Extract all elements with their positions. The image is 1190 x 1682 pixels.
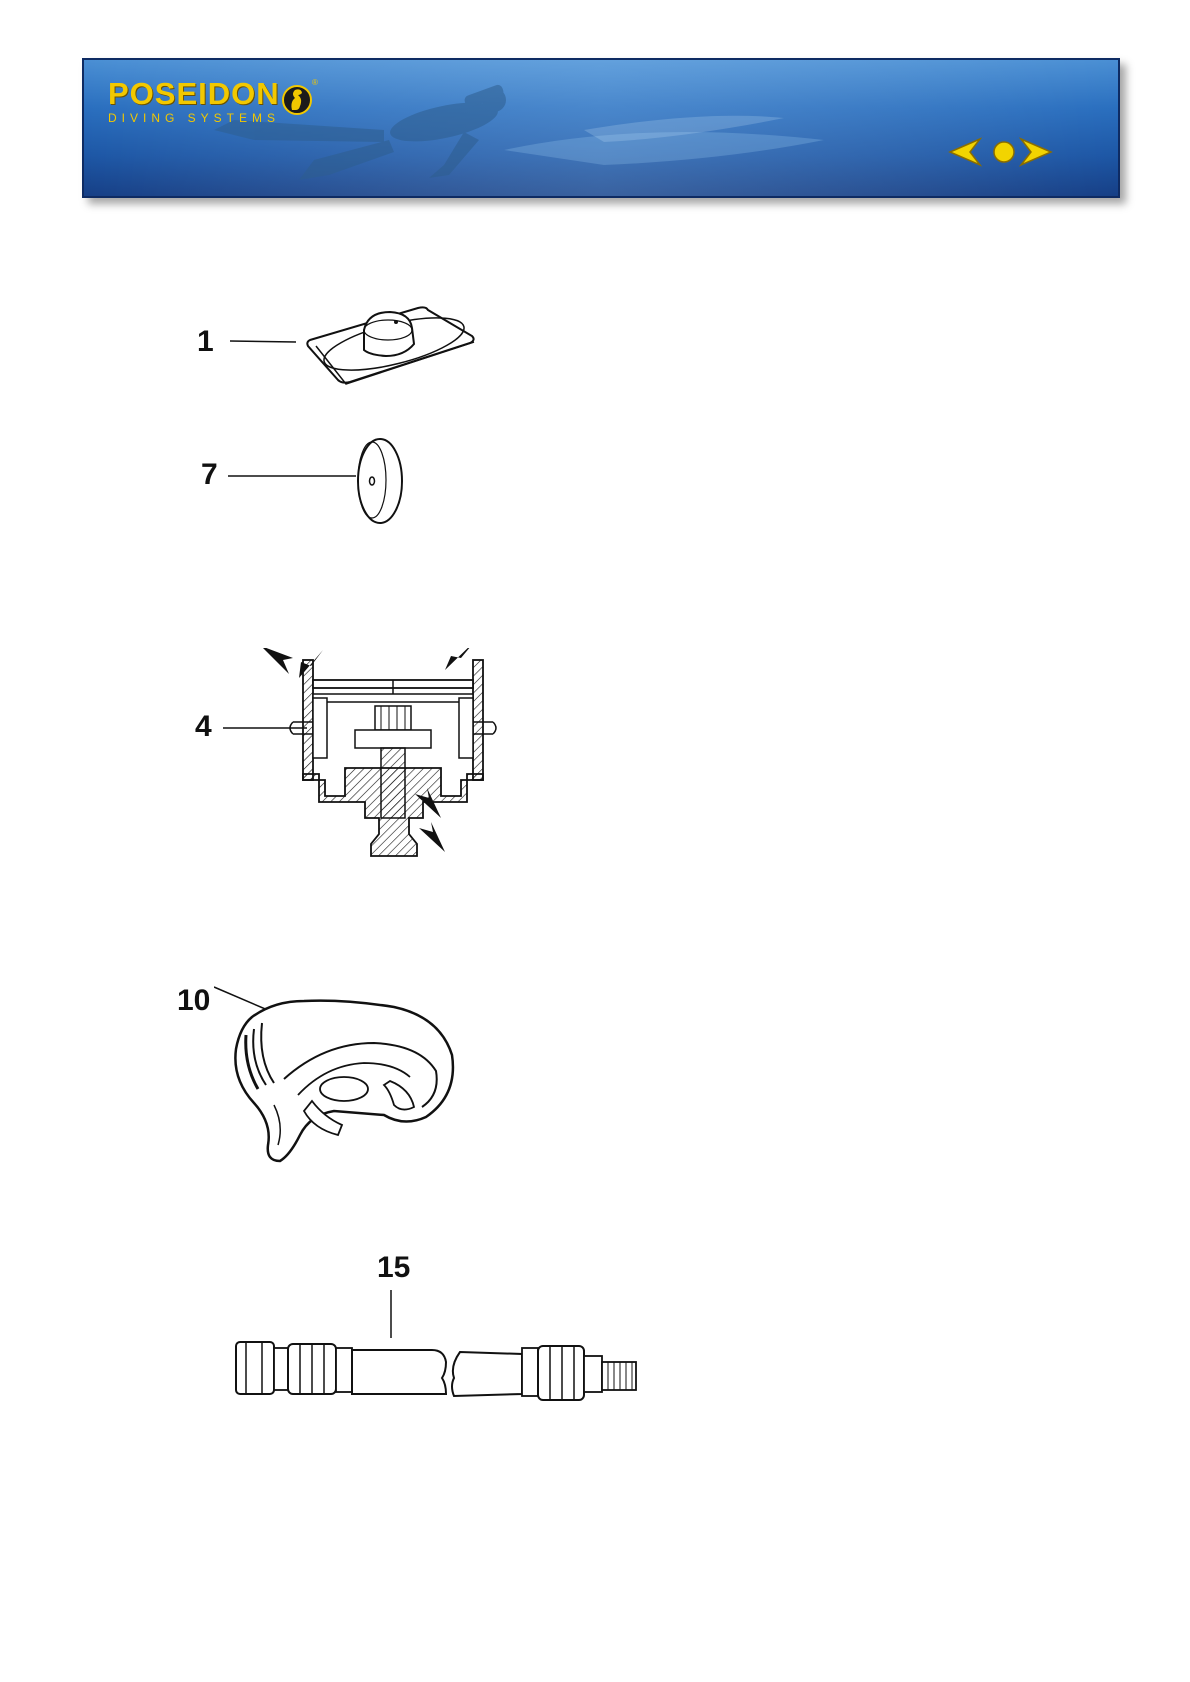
mouthpiece-icon [214,985,474,1165]
circle-home-icon[interactable] [991,137,1017,167]
brand-subtitle: DIVING SYSTEMS [108,111,280,125]
part-label-10: 10 [177,986,210,1016]
brand-name: POSEIDON [108,78,280,110]
registered-mark: ® [312,78,318,87]
part-label-1: 1 [197,327,214,357]
part-label-7: 7 [201,460,218,490]
part-label-15: 15 [377,1253,410,1283]
part-label-4: 4 [195,712,212,742]
diaphragm-plate-icon [226,300,486,390]
arrow-left-icon[interactable] [946,137,982,167]
valve-housing-section-icon [221,648,521,868]
arrow-right-icon[interactable] [1019,137,1055,167]
valve-disc-icon [226,433,406,528]
header-banner: POSEIDON DIVING SYSTEMS ® [82,58,1120,198]
seahorse-emblem-icon [281,82,313,116]
hose-icon [232,1290,652,1420]
brand-logo[interactable]: POSEIDON DIVING SYSTEMS [108,78,280,125]
